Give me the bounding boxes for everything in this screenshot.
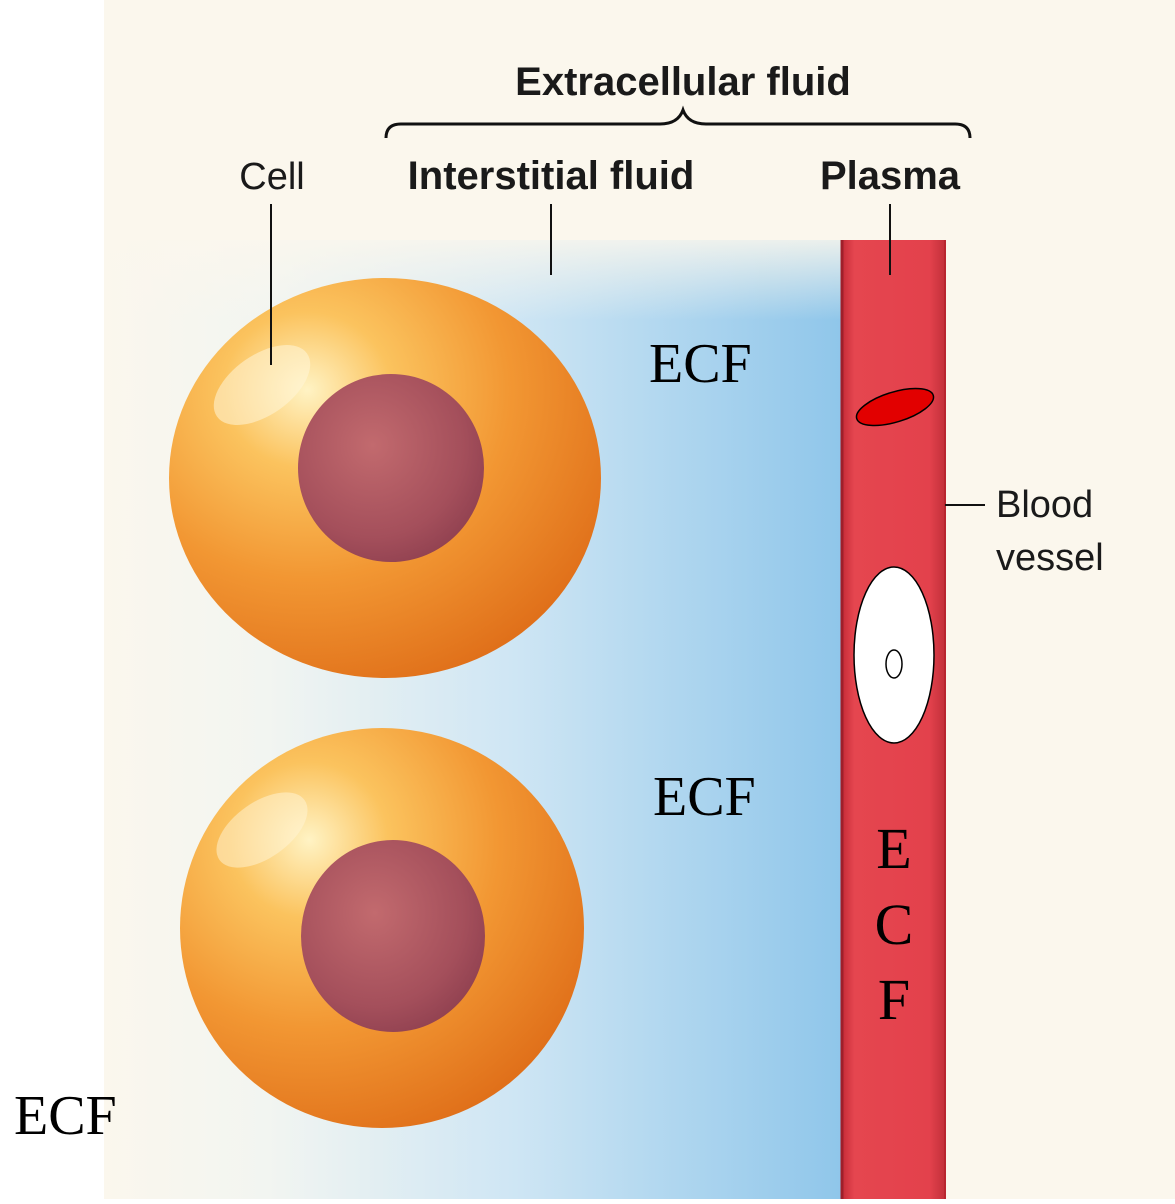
ecf-label-lower-left: ECF xyxy=(14,1085,117,1147)
blood-vessel-label-line2: vessel xyxy=(996,537,1104,579)
cell-lower xyxy=(180,728,584,1128)
cell-upper xyxy=(169,278,601,678)
cell-label: Cell xyxy=(239,156,304,198)
plasma-label: Plasma xyxy=(820,154,961,198)
blood-vessel-label-line1: Blood xyxy=(996,484,1093,526)
extracellular-fluid-label: Extracellular fluid xyxy=(515,60,851,104)
ecf-vertical-f: F xyxy=(878,967,910,1032)
ecf-vertical-e: E xyxy=(876,816,911,881)
nucleus-upper xyxy=(298,374,484,562)
ecf-label-middle: ECF xyxy=(653,766,756,828)
white-blood-cell xyxy=(854,567,934,743)
interstitial-fluid-label: Interstitial fluid xyxy=(408,154,695,198)
nucleus-lower xyxy=(301,840,485,1032)
ecf-label-upper: ECF xyxy=(649,333,752,395)
ecf-vertical-c: C xyxy=(875,892,914,957)
